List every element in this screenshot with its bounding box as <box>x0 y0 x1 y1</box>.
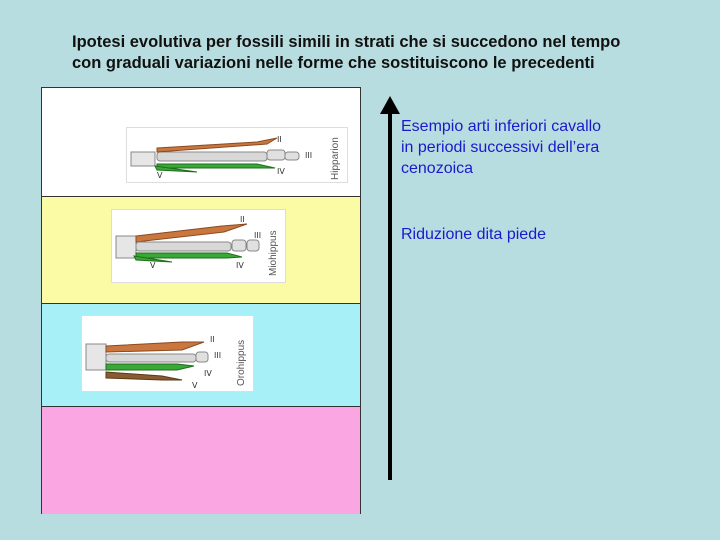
fossil-orohippus: II III IV V Orohippus <box>81 315 254 392</box>
svg-text:II: II <box>277 135 282 144</box>
svg-text:IV: IV <box>277 167 285 176</box>
fossil-label-hipparion: Hipparion <box>330 137 341 180</box>
svg-text:V: V <box>150 261 156 270</box>
fossil-miohippus: II III IV V Miohippus <box>111 209 286 283</box>
slide-title: Ipotesi evolutiva per fossili simili in … <box>72 32 692 74</box>
svg-text:V: V <box>157 171 163 180</box>
svg-text:III: III <box>214 351 221 360</box>
svg-text:II: II <box>240 215 245 224</box>
example-note-line-3: cenozoica <box>401 160 474 177</box>
example-note-line-1: Esempio arti inferiori cavallo <box>401 118 602 135</box>
title-line-1: Ipotesi evolutiva per fossili simili in … <box>72 33 621 51</box>
svg-text:IV: IV <box>204 369 212 378</box>
fossil-label-orohippus: Orohippus <box>236 339 247 386</box>
svg-text:IV: IV <box>236 261 244 270</box>
reduction-note: Riduzione dita piede <box>401 226 546 243</box>
fossil-label-miohippus: Miohippus <box>268 230 279 276</box>
svg-text:III: III <box>254 231 261 240</box>
fossil-hipparion: II III IV V Hipparion <box>126 127 348 183</box>
svg-text:III: III <box>305 151 312 160</box>
svg-text:V: V <box>192 381 198 390</box>
orohippus-foot-bones-image: II III IV V <box>85 335 221 390</box>
title-line-2: con graduali variazioni nelle forme che … <box>72 54 595 72</box>
strata-column <box>41 87 361 514</box>
svg-text:II: II <box>210 335 215 344</box>
miohippus-foot-bones-image: II III IV V <box>115 215 261 270</box>
example-note-line-2: in periodi successivi dell’era <box>401 139 600 156</box>
time-arrow-icon <box>380 96 400 480</box>
example-note: Esempio arti inferiori cavallo in period… <box>401 116 601 179</box>
hipparion-foot-bones-image: II III IV V <box>130 135 312 180</box>
stratum-bottom <box>42 407 360 514</box>
